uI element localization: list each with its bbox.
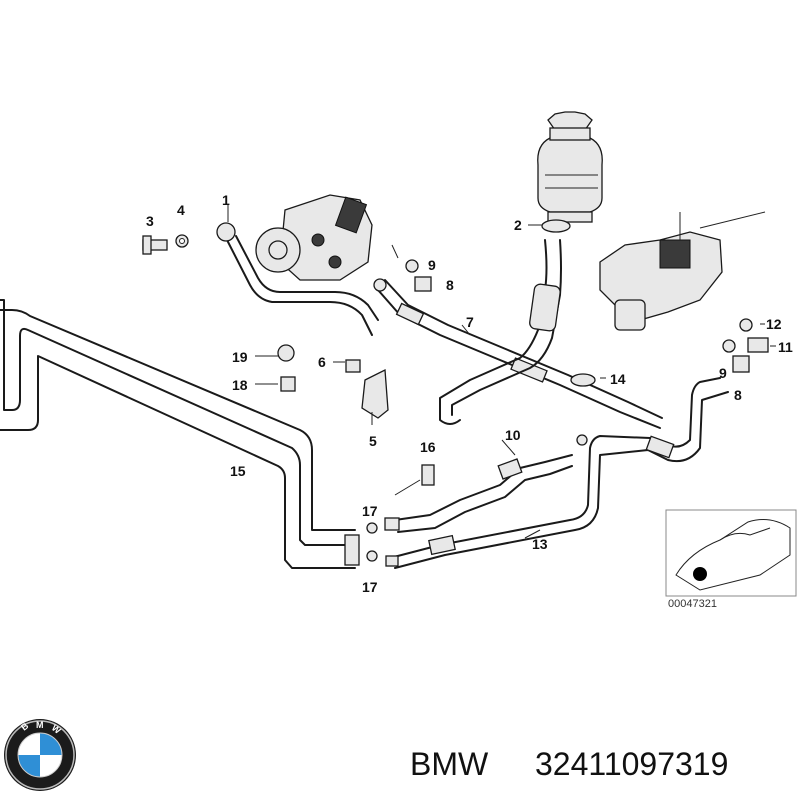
logo-blue-quadrant-1 [40, 733, 62, 755]
callout-18: 18 [232, 377, 248, 393]
car-location-inset: 00047321 [665, 509, 797, 610]
part-7-pressure-line [373, 278, 663, 429]
svg-text:B: B [19, 720, 31, 732]
callout-7: 7 [466, 314, 474, 330]
diagram-reference-code: 00047321 [668, 598, 717, 610]
callout-4: 4 [177, 202, 185, 218]
leader-lines [227, 205, 776, 539]
part-1-feed-line [216, 222, 379, 336]
callout-5: 5 [369, 433, 377, 449]
part-15-return-loop [0, 299, 360, 569]
callout-15: 15 [230, 463, 246, 479]
callout-11: 11 [778, 339, 793, 355]
callout-10: 10 [505, 427, 521, 443]
callout-17-lower: 17 [362, 579, 378, 595]
callout-8-upper: 8 [446, 277, 454, 293]
svg-text:M: M [36, 720, 44, 730]
part-10-hose [384, 454, 573, 533]
callout-6: 6 [318, 354, 326, 370]
callout-9-lower: 9 [719, 365, 727, 381]
reservoir [537, 111, 603, 223]
callout-labels: 1 2 3 4 5 6 7 8 8 9 9 10 11 12 13 14 15 … [146, 192, 793, 595]
caption-brand: BMW [410, 746, 489, 782]
steering-pump [255, 194, 373, 281]
fasteners [142, 219, 769, 562]
callout-3: 3 [146, 213, 154, 229]
caption-part-number: 32411097319 [535, 746, 728, 782]
callout-13: 13 [532, 536, 548, 552]
callout-17-upper: 17 [362, 503, 378, 519]
logo-blue-quadrant-2 [18, 755, 40, 777]
callout-9-upper: 9 [428, 257, 436, 273]
callout-16: 16 [420, 439, 436, 455]
callout-12: 12 [766, 316, 782, 332]
callout-2: 2 [514, 217, 522, 233]
callout-14: 14 [610, 371, 626, 387]
callout-19: 19 [232, 349, 248, 365]
reservoir-hose [439, 239, 562, 425]
callout-1: 1 [222, 192, 230, 208]
part-13-supply-hose [385, 377, 729, 569]
callout-8-lower: 8 [734, 387, 742, 403]
bmw-logo: B M W [4, 719, 76, 791]
steering-rack [599, 211, 766, 331]
